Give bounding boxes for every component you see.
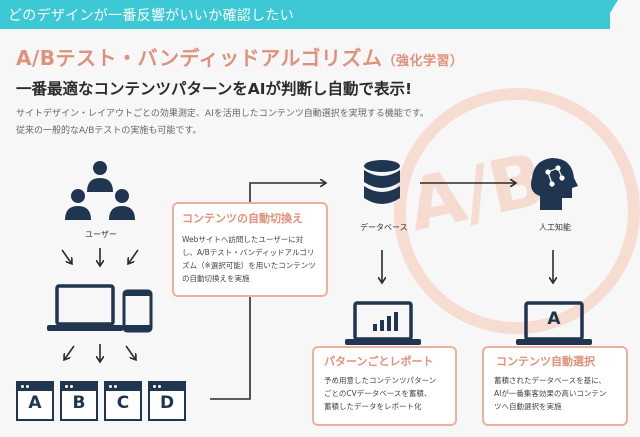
card-body: 蓄積されたデータベースを基に、 AIが一番集客効果の高いコンテン ツへ自動選択を… [494, 374, 606, 413]
window-titlebar [18, 383, 52, 391]
users-icon [65, 161, 135, 220]
smartphone-icon [122, 289, 153, 333]
card-auto-select: コンテンツ自動選択 蓄積されたデータベースを基に、 AIが一番集客効果の高いコン… [482, 346, 628, 426]
banner-notch [600, 0, 618, 29]
pattern-letter: D [159, 393, 175, 413]
window-dot [109, 385, 112, 388]
selected-screen-letter: A [547, 309, 561, 329]
arrows-users-to-devices [61, 248, 139, 266]
card-line: AIが一番集客効果の高いコンテン [494, 389, 607, 398]
card-line: 予め用意したコンテンツパターン [324, 376, 437, 385]
selected-laptop-icon [516, 301, 592, 345]
window-dot [65, 385, 68, 388]
window-dot [26, 385, 29, 388]
laptop-icon [47, 284, 123, 331]
card-line: 蓄積されたデータベースを基に、 [494, 376, 606, 385]
label-users: ユーザー [85, 230, 117, 239]
label-ai: 人工知能 [539, 223, 571, 232]
description-line-2: 従来の一般的なA/Bテストの実施も可能です。 [16, 126, 202, 136]
window-dot [114, 385, 117, 388]
card-line: 蓄積したデータをレポート化 [324, 402, 422, 411]
card-title: コンテンツの自動切換え [182, 212, 303, 225]
window-titlebar [106, 383, 140, 391]
report-laptop-icon [345, 301, 421, 345]
window-dot [153, 385, 156, 388]
pattern-letter: B [72, 393, 86, 413]
pattern-window-c: C [104, 381, 142, 421]
card-body: 予め用意したコンテンツパターン ごとのCVデータベースを蓄積、 蓄積したデータを… [324, 374, 436, 413]
pattern-window-a: A [16, 381, 54, 421]
window-dot [70, 385, 73, 388]
card-line: ズム（※選択可能）を用いたコンテンツ [182, 261, 316, 270]
database-icon [364, 160, 400, 204]
arrows-devices-to-patterns [64, 344, 136, 362]
card-title: パターンごとレポート [324, 355, 434, 368]
card-line: し、A/Bテスト・バンディッドアルゴリ [182, 248, 315, 257]
page-title: A/Bテスト・バンディッドアルゴリズム（強化学習） [16, 42, 464, 71]
pattern-window-d: D [148, 381, 186, 421]
card-line: Webサイトへ訪問したユーザーに対 [182, 235, 304, 244]
window-dot [158, 385, 161, 388]
pattern-letter: A [28, 393, 42, 413]
header-banner [0, 0, 610, 29]
pattern-window-b: B [60, 381, 98, 421]
page-title-sub: （強化学習） [382, 54, 464, 69]
page-title-main: A/Bテスト・バンディッドアルゴリズム [16, 46, 383, 70]
card-auto-switch: コンテンツの自動切換え Webサイトへ訪問したユーザーに対 し、A/Bテスト・バ… [172, 202, 328, 297]
card-line: ツへ自動選択を実施 [494, 402, 562, 411]
card-line: の自動切換えを実施 [182, 274, 250, 283]
banner-text: どのデザインが一番反響がいいか確認したい [8, 8, 294, 24]
window-dot [21, 385, 24, 388]
pattern-letter: C [116, 393, 130, 413]
description-line-1: サイトデザイン・レイアウトごとの効果測定、AIを活用したコンテンツ自動選択を実現… [16, 109, 429, 119]
ai-head-icon [531, 158, 578, 210]
page-heading: 一番最適なコンテンツパターンをAIが判断し自動で表示! [16, 80, 413, 98]
card-pattern-report: パターンごとレポート 予め用意したコンテンツパターン ごとのCVデータベースを蓄… [312, 346, 457, 426]
card-body: Webサイトへ訪問したユーザーに対 し、A/Bテスト・バンディッドアルゴリ ズム… [182, 233, 316, 285]
window-titlebar [150, 383, 184, 391]
label-database: データベース [360, 223, 408, 232]
card-title: コンテンツ自動選択 [496, 355, 595, 368]
card-line: ごとのCVデータベースを蓄積、 [324, 389, 432, 398]
window-titlebar [62, 383, 96, 391]
